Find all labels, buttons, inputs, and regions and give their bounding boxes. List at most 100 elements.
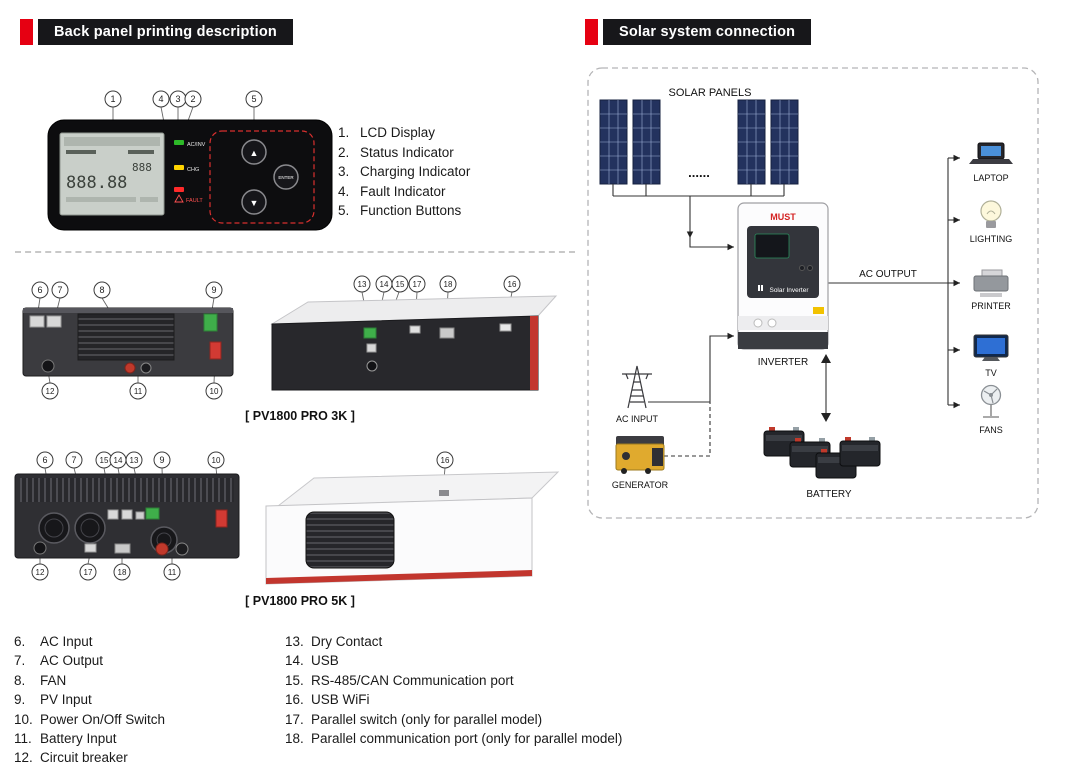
legend-item: 7.AC Output bbox=[14, 653, 104, 669]
lcd-digits-left: 888.88 bbox=[66, 173, 127, 193]
svg-text:14: 14 bbox=[380, 280, 389, 289]
power-switch bbox=[209, 341, 222, 360]
callout-9: 9 bbox=[205, 281, 223, 299]
control-panel-callouts: 1 4 3 2 5 bbox=[104, 90, 263, 108]
pro3k-side-figure: 13 14 15 17 18 16 bbox=[270, 275, 558, 391]
callout-12: 12 bbox=[41, 382, 59, 400]
legend-item: 11.Battery Input bbox=[14, 731, 117, 747]
printer-label: PRINTER bbox=[971, 301, 1011, 311]
legend-item: 5.Function Buttons bbox=[338, 203, 462, 218]
svg-text:10: 10 bbox=[210, 387, 219, 396]
battery-terminal-negative bbox=[175, 542, 189, 556]
battery-icons bbox=[763, 427, 881, 479]
printer-icon bbox=[973, 269, 1009, 297]
svg-text:17: 17 bbox=[84, 568, 93, 577]
svg-text:18: 18 bbox=[118, 568, 127, 577]
callout-11: 11 bbox=[129, 382, 147, 400]
svg-text:14: 14 bbox=[114, 456, 123, 465]
inverter-display bbox=[754, 233, 790, 259]
ports-legend-right: 13.Dry Contact 14.USB 15.RS-485/CAN Comm… bbox=[285, 632, 622, 748]
legend-item: 6.AC Input bbox=[14, 634, 93, 649]
solar-panel-icons: ...... bbox=[599, 99, 799, 185]
legend-item: 12.Circuit breaker bbox=[14, 750, 128, 766]
parallel-comm-port bbox=[114, 543, 131, 554]
callout-10: 10 bbox=[207, 451, 225, 469]
tv-icon bbox=[973, 334, 1009, 361]
pro3k-side-callouts: 13 14 15 17 18 16 bbox=[353, 275, 521, 293]
solar-panel-icon bbox=[599, 99, 628, 185]
inverter-label: INVERTER bbox=[758, 357, 808, 368]
inverter-front bbox=[271, 315, 539, 391]
ports-legend-left: 6.AC Input 7.AC Output 8.FAN 9.PV Input … bbox=[14, 632, 165, 768]
svg-text:11: 11 bbox=[134, 387, 143, 396]
power-tower-icon bbox=[622, 365, 652, 409]
circuit-breaker bbox=[33, 541, 47, 555]
fan-grille bbox=[77, 313, 175, 361]
ac-inv-label: AC/INV bbox=[187, 142, 206, 148]
pro5k-side-figure: 16 bbox=[265, 451, 560, 585]
pro5k-rear-figure: 6 7 15 14 13 9 10 12 17 18 11 bbox=[14, 451, 240, 581]
legend-item: 4.Fault Indicator bbox=[338, 183, 446, 199]
rs485-port bbox=[366, 360, 378, 372]
legend-item: 2.Status Indicator bbox=[338, 144, 454, 160]
legend-item: 1.LCD Display bbox=[338, 125, 436, 140]
power-switch bbox=[215, 509, 228, 528]
callout-2: 2 bbox=[184, 90, 202, 108]
svg-text:5: 5 bbox=[251, 94, 256, 104]
ac-output-label: AC OUTPUT bbox=[859, 269, 917, 280]
svg-text:13: 13 bbox=[130, 456, 139, 465]
control-panel-legend: 1.LCD Display 2.Status Indicator 3.Charg… bbox=[338, 123, 470, 221]
svg-text:12: 12 bbox=[36, 568, 45, 577]
inverter-text-label: Solar Inverter bbox=[769, 287, 809, 294]
solar-panel-icon bbox=[770, 99, 799, 185]
callout-13: 13 bbox=[125, 451, 143, 469]
usb-port bbox=[121, 509, 133, 520]
callout-3: 3 bbox=[169, 90, 187, 108]
tv-label: TV bbox=[985, 368, 997, 378]
callout-17: 17 bbox=[79, 563, 97, 581]
model-label-5k: [ PV1800 PRO 5K ] bbox=[245, 594, 355, 608]
chg-led bbox=[174, 165, 184, 170]
callout-12: 12 bbox=[31, 563, 49, 581]
svg-text:12: 12 bbox=[46, 387, 55, 396]
pro5k-rear-callouts: 6 7 15 14 13 9 10 12 17 18 11 bbox=[31, 451, 225, 581]
svg-text:6: 6 bbox=[42, 455, 47, 465]
svg-text:7: 7 bbox=[57, 285, 62, 295]
ac-input-line bbox=[648, 332, 734, 403]
legend-item: 3.Charging Indicator bbox=[338, 164, 471, 179]
parallel-comm-port bbox=[439, 327, 455, 339]
svg-text:3: 3 bbox=[175, 94, 180, 104]
svg-text:15: 15 bbox=[396, 280, 405, 289]
up-arrow-icon: ▲ bbox=[250, 148, 259, 158]
svg-text:13: 13 bbox=[358, 280, 367, 289]
svg-text:4: 4 bbox=[158, 94, 163, 104]
ac-inv-led bbox=[174, 140, 184, 145]
legend-item: 17.Parallel switch (only for parallel mo… bbox=[285, 711, 543, 727]
solar-system-diagram: SOLAR PANELS ...... bbox=[587, 67, 1039, 519]
callout-10: 10 bbox=[205, 382, 223, 400]
svg-text:15: 15 bbox=[100, 456, 109, 465]
ellipsis-dots: ...... bbox=[688, 165, 710, 180]
lighting-label: LIGHTING bbox=[970, 234, 1013, 244]
pro3k-rear-figure: 6 7 8 9 12 11 10 bbox=[22, 281, 234, 400]
ac-input-connector bbox=[38, 512, 70, 544]
inverter-brand-label: MUST bbox=[770, 212, 796, 222]
generator-dashed-line bbox=[664, 402, 711, 457]
ac-output-connector bbox=[74, 512, 106, 544]
battery-icon bbox=[839, 437, 881, 467]
generator-icon bbox=[615, 436, 665, 474]
fan-icon bbox=[980, 384, 1002, 418]
chg-label: CHG bbox=[187, 167, 199, 173]
laptop-icon bbox=[969, 142, 1013, 164]
vent-grille bbox=[20, 478, 234, 502]
legend-item: 16.USB WiFi bbox=[285, 692, 370, 708]
callout-7: 7 bbox=[65, 451, 83, 469]
callout-4: 4 bbox=[152, 90, 170, 108]
section-header-back-panel: Back panel printing description bbox=[20, 19, 293, 45]
callout-18: 18 bbox=[439, 275, 457, 293]
svg-text:18: 18 bbox=[444, 280, 453, 289]
callout-18: 18 bbox=[113, 563, 131, 581]
control-panel-figure: 888.88 888 AC/INV CHG FAULT ▲ ENTER ▼ 1 … bbox=[47, 90, 333, 231]
legend-item: 8.FAN bbox=[14, 672, 67, 688]
pro3k-rear-callouts: 6 7 8 9 12 11 10 bbox=[31, 281, 223, 400]
